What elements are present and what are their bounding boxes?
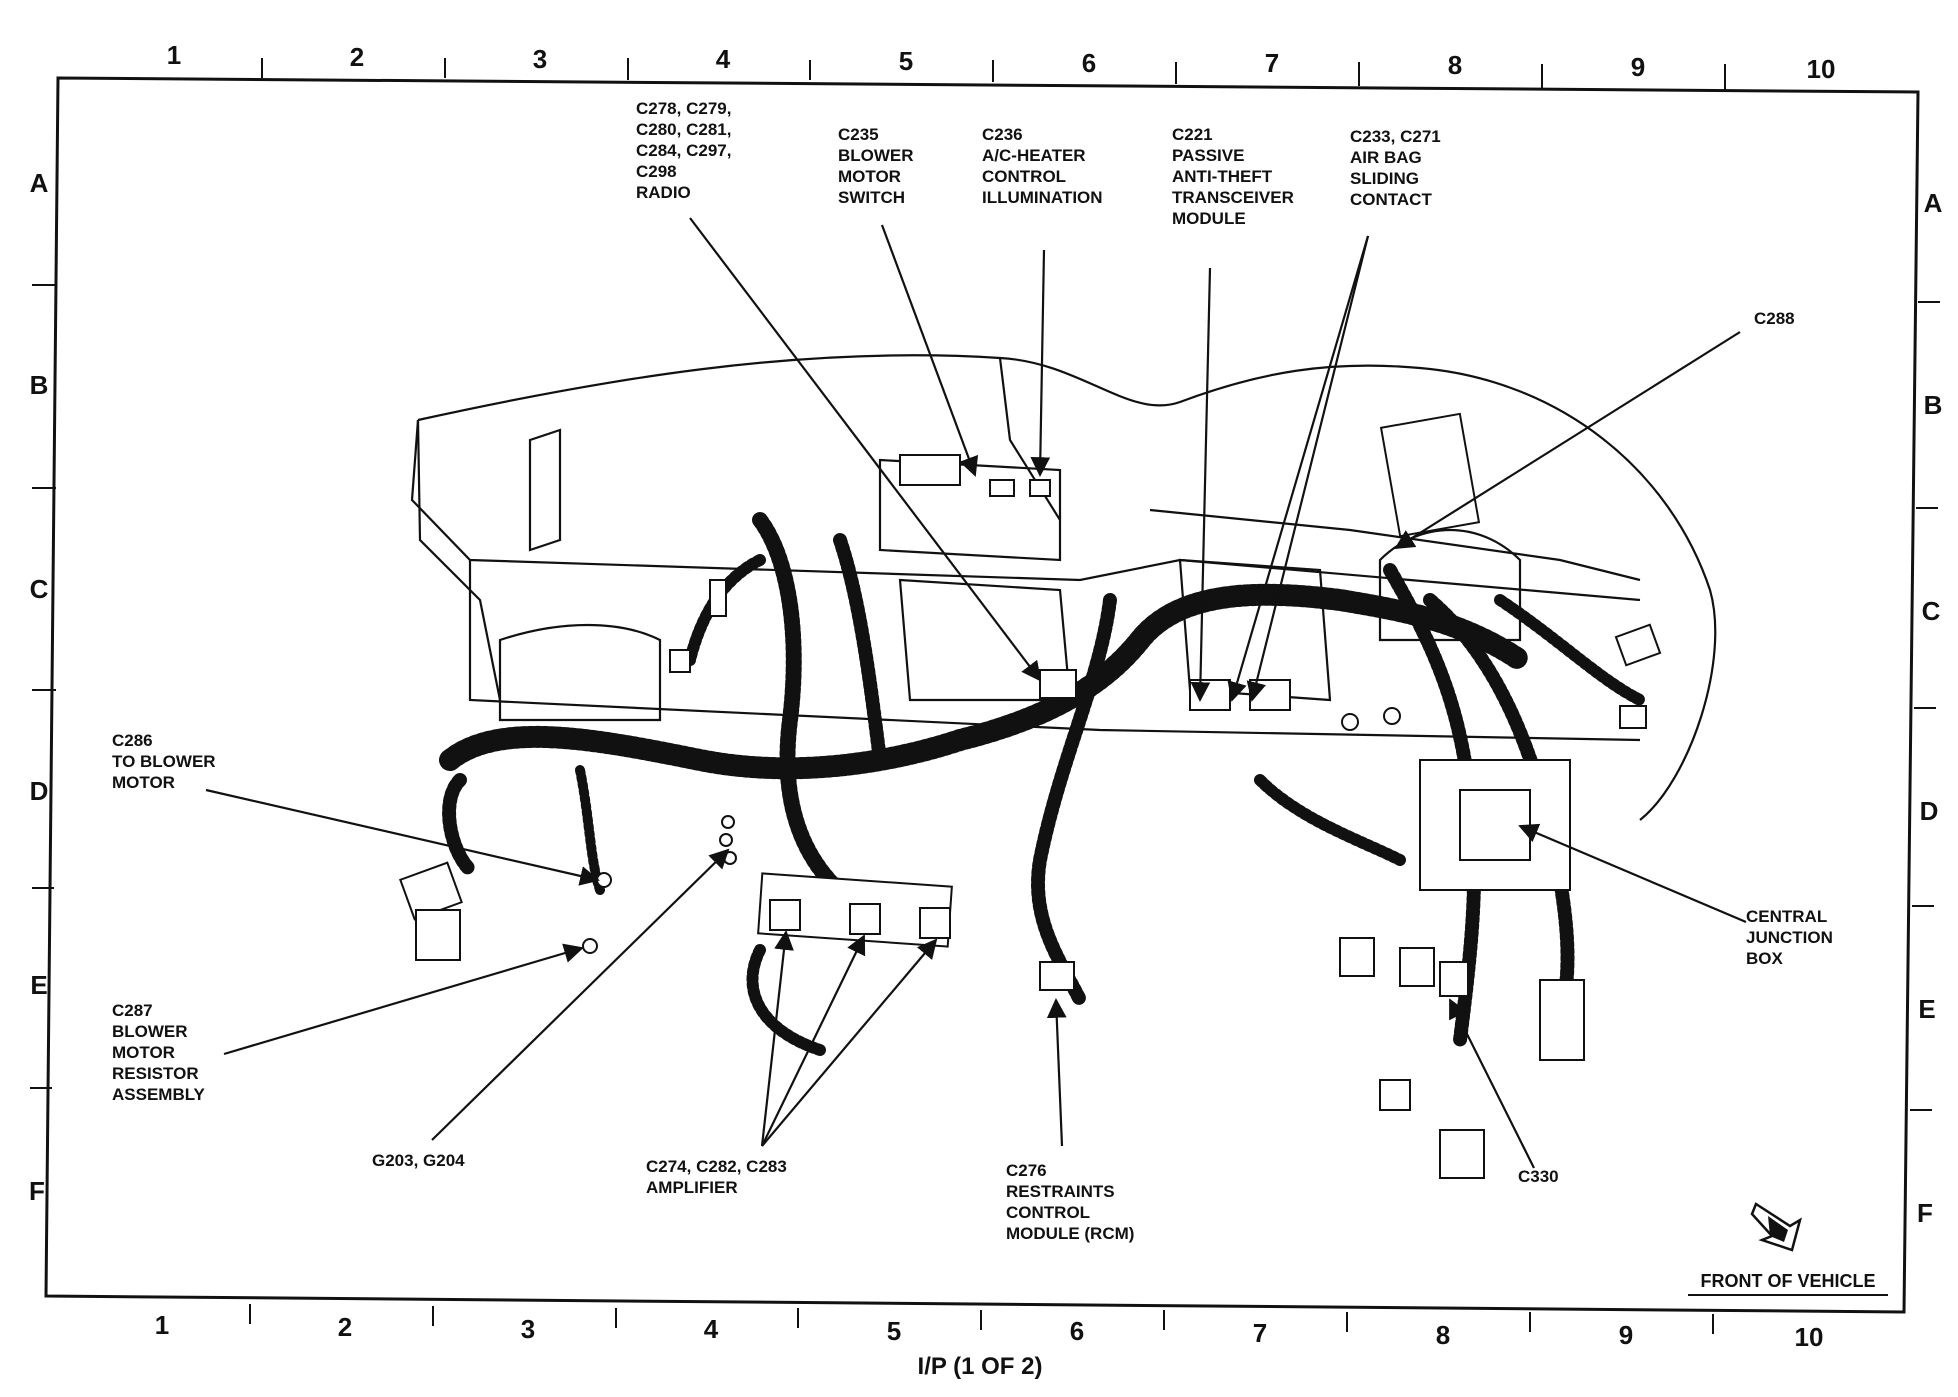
grid-row-right-c: C bbox=[1921, 596, 1941, 626]
callout-passive-anti-theft: C221 PASSIVE ANTI-THEFT TRANSCEIVER MODU… bbox=[1172, 125, 1294, 228]
leader-radio bbox=[689, 217, 1042, 682]
leader-c287 bbox=[223, 943, 584, 1056]
frame-border bbox=[44, 76, 1920, 1314]
callout-radio: C278, C279, C280, C281, C284, C297, C298… bbox=[636, 99, 732, 202]
leader-c288 bbox=[1394, 331, 1741, 550]
grid-row-right-d: D bbox=[1919, 796, 1939, 826]
callout-restraints-control-module: C276 RESTRAINTS CONTROL MODULE (RCM) bbox=[1006, 1161, 1135, 1243]
left-grid-ticks bbox=[30, 284, 56, 1089]
grid-row-right-e: E bbox=[1918, 994, 1936, 1024]
grid-row-left-e: E bbox=[30, 970, 48, 1000]
front-of-vehicle-arrow-icon bbox=[1750, 1202, 1803, 1252]
grid-col-top-3: 3 bbox=[532, 44, 548, 74]
callout-air-bag-sliding-contact: C233, C271 AIR BAG SLIDING CONTACT bbox=[1350, 127, 1441, 209]
grid-row-left-f: F bbox=[29, 1176, 45, 1206]
leader-ground bbox=[431, 848, 730, 1141]
leader-lines bbox=[205, 217, 1747, 1169]
grid-col-top-10: 10 bbox=[1806, 54, 1836, 84]
callout-c330: C330 bbox=[1518, 1167, 1559, 1186]
leader-c286 bbox=[205, 788, 600, 886]
grid-row-right-f: F bbox=[1917, 1198, 1933, 1228]
grid-col-top-6: 6 bbox=[1081, 48, 1097, 78]
ring-terminals bbox=[582, 707, 1401, 954]
grid-col-top-1: 1 bbox=[166, 40, 182, 70]
callout-c286-blower-motor: C286 TO BLOWER MOTOR bbox=[112, 731, 216, 792]
page-caption: I/P (1 OF 2) bbox=[917, 1353, 1043, 1380]
grid-row-left-a: A bbox=[29, 168, 49, 198]
callout-blower-motor-switch: C235 BLOWER MOTOR SWITCH bbox=[838, 125, 914, 207]
grid-col-bottom-6: 6 bbox=[1069, 1316, 1085, 1346]
grid-col-bottom-1: 1 bbox=[154, 1310, 170, 1340]
callout-central-junction-box: CENTRAL JUNCTION BOX bbox=[1746, 907, 1833, 968]
grid-row-left-c: C bbox=[29, 574, 49, 604]
top-grid-ticks bbox=[261, 58, 1726, 90]
leader-pats bbox=[1190, 267, 1212, 702]
leader-ac-heater bbox=[1030, 249, 1051, 477]
grid-col-top-8: 8 bbox=[1447, 50, 1463, 80]
leader-airbag-2 bbox=[1246, 235, 1370, 702]
leader-blower-switch bbox=[880, 224, 979, 477]
bottom-grid-ticks bbox=[249, 1304, 1714, 1334]
leader-c330 bbox=[1449, 998, 1535, 1169]
grid-col-bottom-9: 9 bbox=[1618, 1320, 1634, 1350]
grid-col-bottom-4: 4 bbox=[703, 1314, 719, 1344]
front-of-vehicle-label: FRONT OF VEHICLE bbox=[1688, 1271, 1888, 1296]
leader-cjb bbox=[1518, 823, 1747, 924]
leader-amplifier-1 bbox=[760, 930, 794, 1147]
connector-blocks bbox=[399, 412, 1662, 1179]
grid-col-bottom-7: 7 bbox=[1252, 1318, 1268, 1348]
grid-col-bottom-5: 5 bbox=[886, 1316, 902, 1346]
right-grid-ticks bbox=[1910, 301, 1940, 1111]
callout-amplifier: C274, C282, C283 AMPLIFIER bbox=[646, 1157, 787, 1197]
grid-col-bottom-10: 10 bbox=[1794, 1322, 1824, 1352]
grid-col-bottom-3: 3 bbox=[520, 1314, 536, 1344]
leader-amplifier-2 bbox=[761, 934, 866, 1147]
callout-c287-resistor: C287 BLOWER MOTOR RESISTOR ASSEMBLY bbox=[112, 1001, 205, 1104]
callout-ac-heater-control: C236 A/C-HEATER CONTROL ILLUMINATION bbox=[982, 125, 1103, 207]
callout-c288: C288 bbox=[1754, 309, 1795, 328]
grid-col-top-7: 7 bbox=[1264, 48, 1280, 78]
leader-amplifier-3 bbox=[761, 938, 938, 1147]
grid-row-left-b: B bbox=[29, 370, 49, 400]
grid-col-top-2: 2 bbox=[349, 42, 365, 72]
leader-rcm bbox=[1046, 998, 1067, 1147]
grid-col-top-4: 4 bbox=[715, 44, 731, 74]
leader-airbag-1 bbox=[1227, 235, 1370, 702]
grid-row-right-b: B bbox=[1923, 390, 1943, 420]
grid-col-bottom-2: 2 bbox=[337, 1312, 353, 1342]
grid-row-right-a: A bbox=[1923, 188, 1943, 218]
grid-col-bottom-8: 8 bbox=[1435, 1320, 1451, 1350]
grid-row-left-d: D bbox=[29, 776, 49, 806]
grid-col-top-9: 9 bbox=[1630, 52, 1646, 82]
callout-ground-g203-g204: G203, G204 bbox=[372, 1151, 465, 1170]
grid-col-top-5: 5 bbox=[898, 46, 914, 76]
